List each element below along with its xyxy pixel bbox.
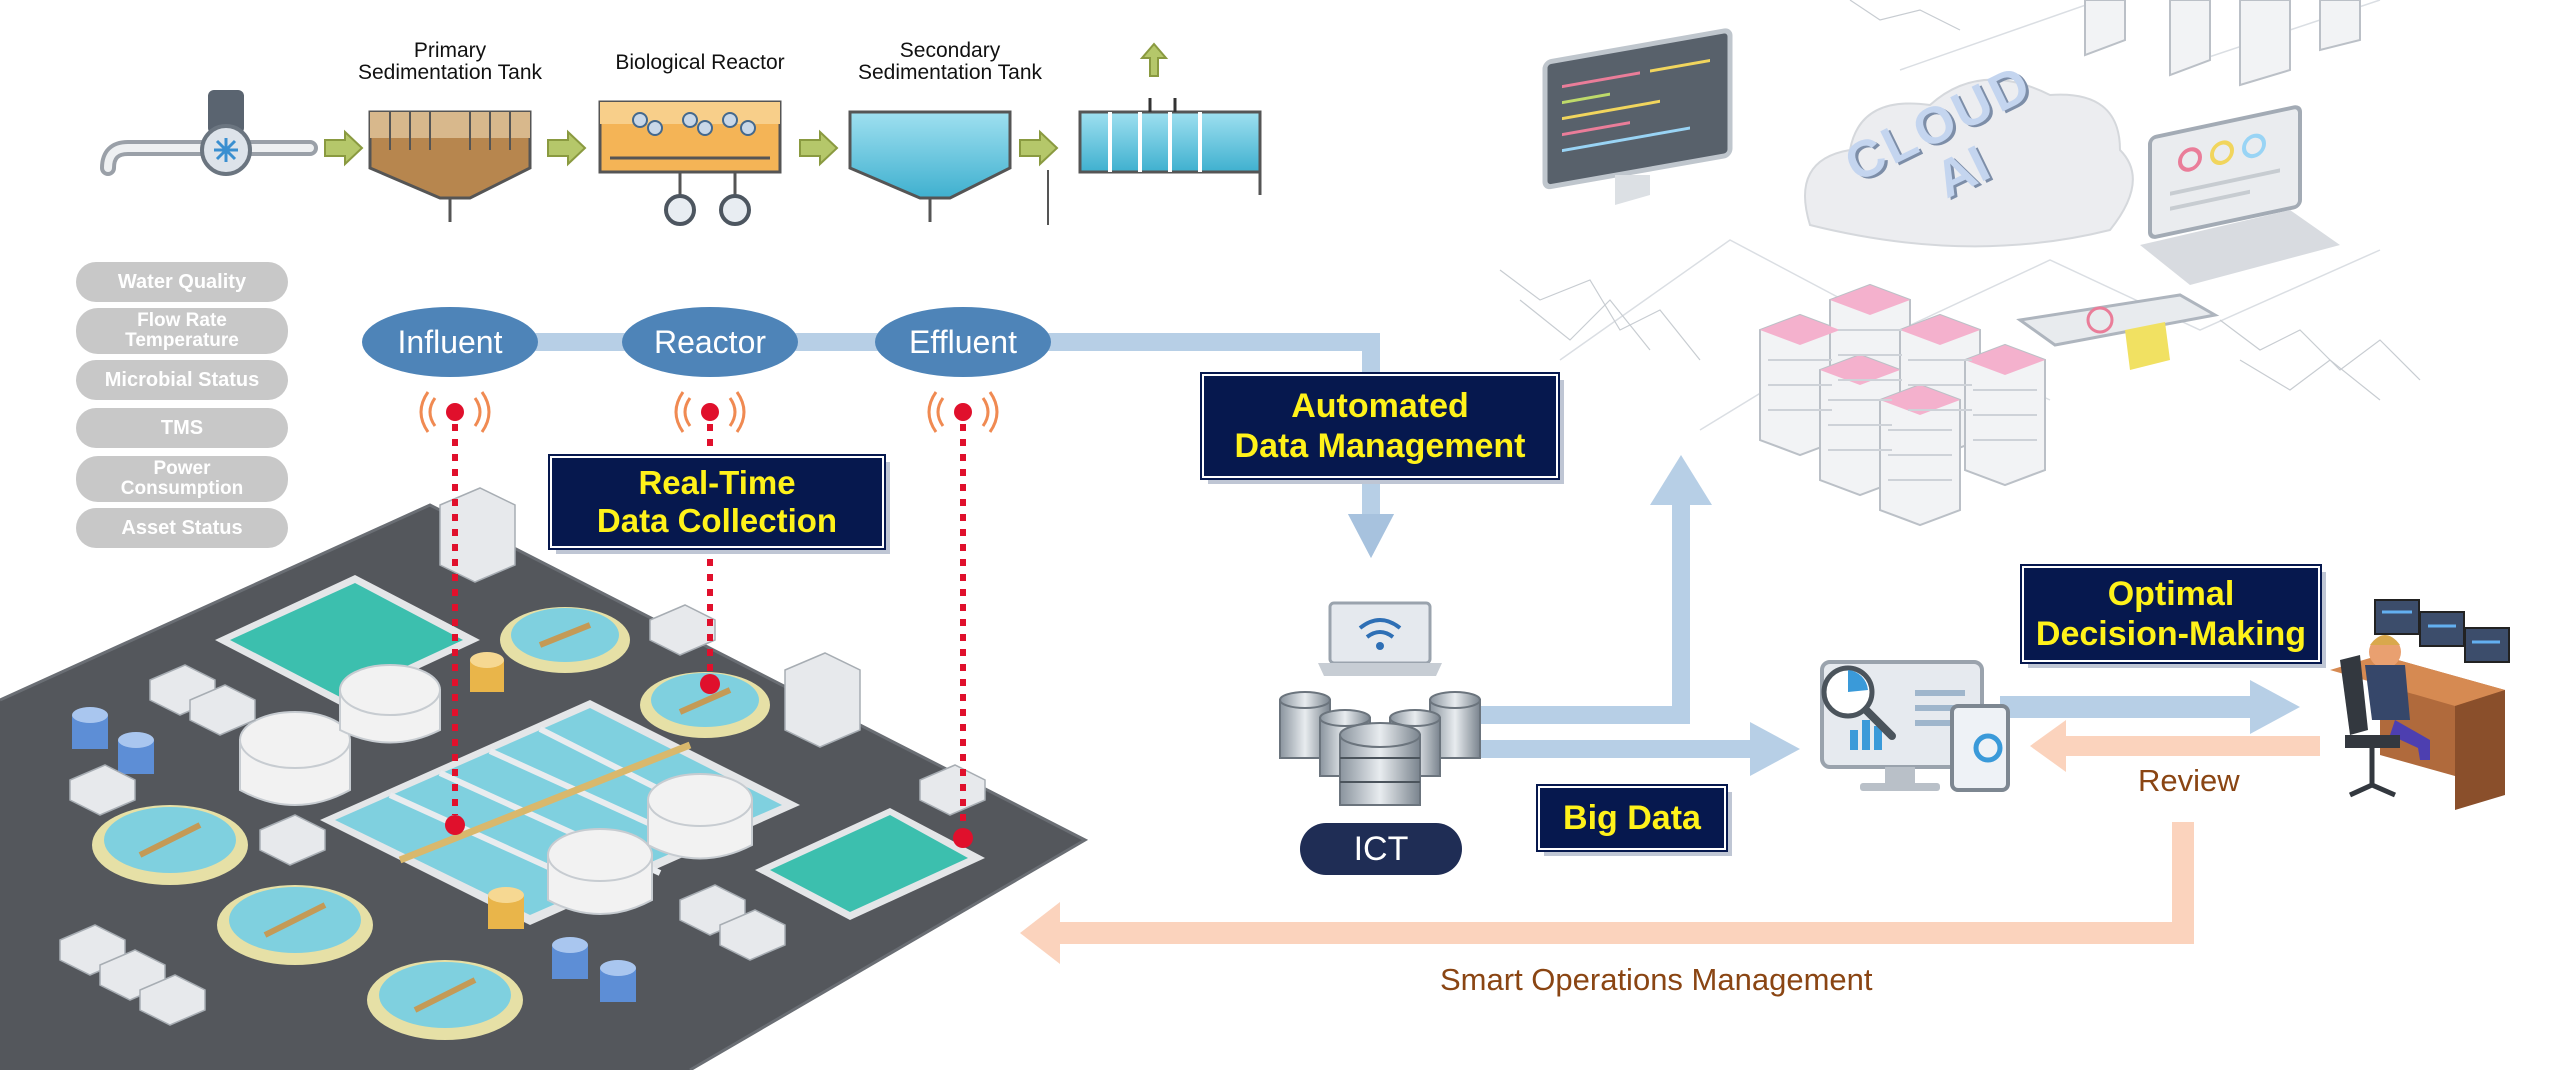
chip-flow-rate-text: Flow Rate — [137, 310, 227, 331]
reactor-node: Reactor — [622, 307, 798, 377]
smart-operations-management-label: Smart Operations Management — [1440, 962, 1873, 997]
optimal-decision-making-box: Optimal Decision-Making — [2020, 564, 2322, 664]
realtime-line2: Data Collection — [596, 502, 838, 539]
secondary-tank-label-line1: Secondary — [899, 39, 1001, 62]
bioreactor-label: Biological Reactor — [615, 51, 785, 74]
chip-tms: TMS — [76, 408, 288, 448]
database-icon — [1279, 691, 1481, 806]
process-flow — [100, 42, 1262, 226]
data-flow-arrows — [1480, 455, 2300, 776]
feedback-arrows — [1020, 720, 2320, 964]
primary-tank-label-line1: Primary — [413, 39, 487, 62]
realtime-data-collection-box: Real-Time Data Collection — [548, 454, 886, 550]
effluent-node: Effluent — [875, 307, 1051, 377]
bioreactor-icon — [598, 100, 782, 226]
secondary-tank-label: Secondary Sedimentation Tank — [825, 40, 1075, 84]
automated-line1: Automated — [1291, 387, 1469, 425]
disinfection-tank-icon — [1078, 98, 1262, 195]
big-data-box: Big Data — [1536, 784, 1728, 852]
operator-icon — [2330, 599, 2510, 810]
primary-tank-label-line2: Sedimentation Tank — [357, 61, 543, 84]
review-label: Review — [2138, 763, 2240, 798]
chip-flow-rate-temperature: Flow Rate Temperature — [76, 308, 288, 354]
primary-tank-label: Primary Sedimentation Tank — [330, 40, 570, 84]
automated-line2: Data Management — [1234, 427, 1526, 465]
laptop-icon — [1318, 601, 1442, 676]
treatment-plant-illustration — [0, 487, 1089, 1070]
optimal-line2: Decision-Making — [2035, 615, 2307, 653]
secondary-tank-label-line2: Sedimentation Tank — [857, 61, 1043, 84]
chip-power-consumption: Power Consumption — [76, 456, 288, 502]
chip-consumption-text: Consumption — [120, 478, 244, 499]
chip-microbial-status-text: Microbial Status — [104, 369, 260, 391]
chip-temperature-text: Temperature — [125, 330, 239, 351]
dashboard-monitor-icon — [1820, 660, 2010, 792]
chip-water-quality: Water Quality — [76, 262, 288, 302]
sensor-signals — [419, 391, 999, 848]
ict-label: ICT — [1300, 823, 1462, 875]
chip-microbial-status: Microbial Status — [76, 360, 288, 400]
primary-tank-icon — [368, 110, 532, 222]
chip-asset-status: Asset Status — [76, 508, 288, 548]
cloud-infrastructure-illustration — [1499, 0, 2421, 527]
realtime-line1: Real-Time — [638, 464, 796, 501]
chip-power-text: Power — [153, 458, 211, 479]
secondary-tank-icon — [848, 110, 1049, 225]
optimal-line1: Optimal — [2107, 575, 2235, 613]
chip-asset-status-text: Asset Status — [121, 517, 243, 539]
chip-tms-text: TMS — [160, 417, 204, 439]
pump-icon — [200, 90, 252, 176]
influent-node: Influent — [362, 307, 538, 377]
automated-data-management-box: Automated Data Management — [1200, 372, 1560, 480]
chip-water-quality-text: Water Quality — [117, 271, 247, 293]
